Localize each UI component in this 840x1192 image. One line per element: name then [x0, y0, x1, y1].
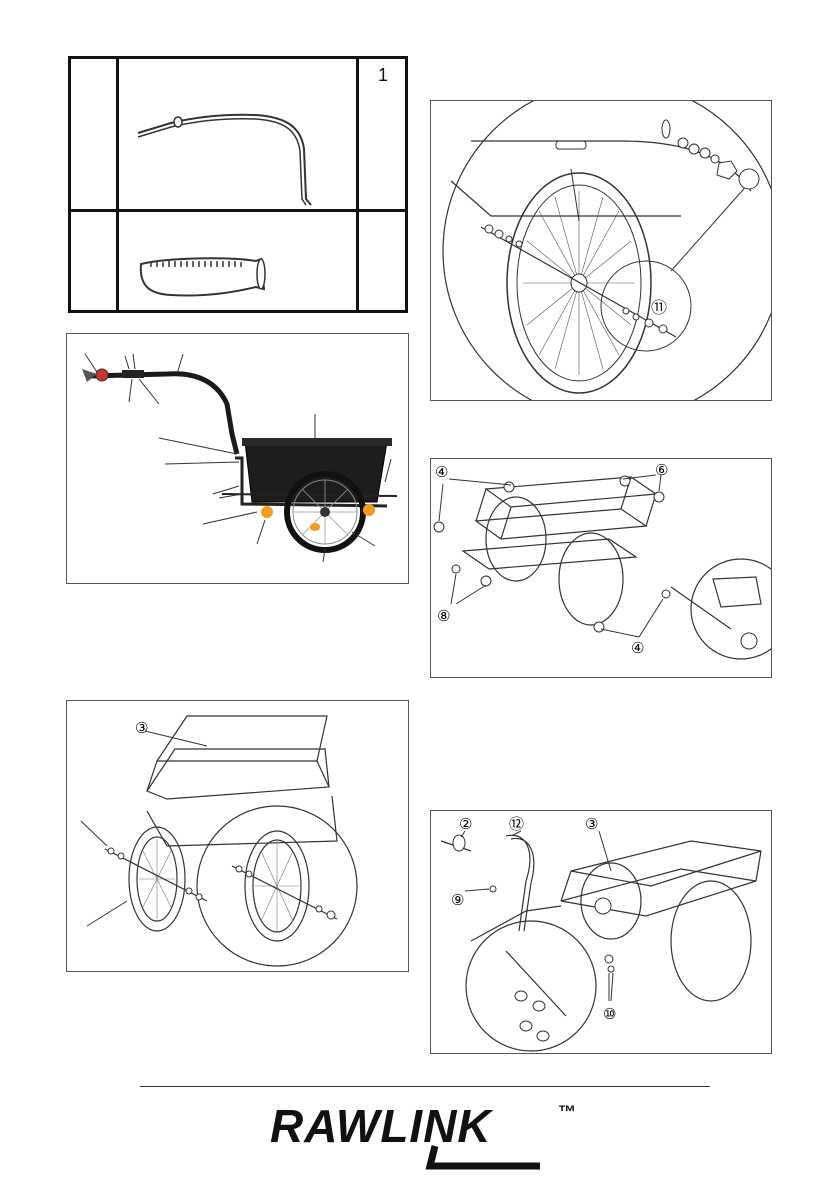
handle-grip-drawing — [131, 249, 281, 309]
part-callout-4b: ④ — [631, 639, 644, 657]
part-callout-3b: ③ — [585, 815, 598, 833]
wheel-assembly-drawing: ⑪ — [431, 101, 771, 400]
part-callout-10: ⑩ — [603, 1005, 616, 1023]
part-callout-8: ⑧ — [437, 607, 450, 625]
part-callout-2: ② — [459, 815, 472, 833]
parts-table: 1 — [68, 56, 408, 313]
part-quantity: 1 — [378, 65, 388, 86]
part-callout-11: ⑪ — [651, 298, 667, 317]
frame-handle-drawing: ④ ⑥ ⑧ ④ — [431, 459, 771, 677]
footer-divider — [140, 1086, 710, 1087]
trademark-symbol: ™ — [558, 1102, 576, 1122]
frame-wheels-panel: ③ — [66, 700, 409, 972]
wheel-assembly-panel: ⑪ — [430, 100, 772, 401]
table-row-divider — [71, 209, 405, 212]
frame-handle-panel: ④ ⑥ ⑧ ④ — [430, 458, 772, 678]
part-callout-12: ⑫ — [509, 815, 524, 833]
tow-bar-drawing — [126, 79, 356, 209]
table-divider — [356, 59, 359, 310]
brand-name: RAWLINK — [270, 1100, 493, 1152]
frame-wheels-drawing: ③ — [67, 701, 408, 971]
part-callout-4: ④ — [435, 463, 448, 481]
tow-bar-assembly-panel: ② ⑫ ③ ⑨ ⑩ — [430, 810, 772, 1054]
brand-logo: RAWLINK ™ — [270, 1094, 590, 1174]
trailer-overview-panel — [66, 333, 409, 584]
part-callout-3: ③ — [135, 719, 148, 737]
part-callout-9: ⑨ — [451, 891, 464, 909]
part-callout-6: ⑥ — [655, 461, 668, 479]
table-divider — [116, 59, 119, 310]
tow-bar-assembly-drawing: ② ⑫ ③ ⑨ ⑩ — [431, 811, 771, 1053]
trailer-overview-drawing — [67, 334, 408, 583]
